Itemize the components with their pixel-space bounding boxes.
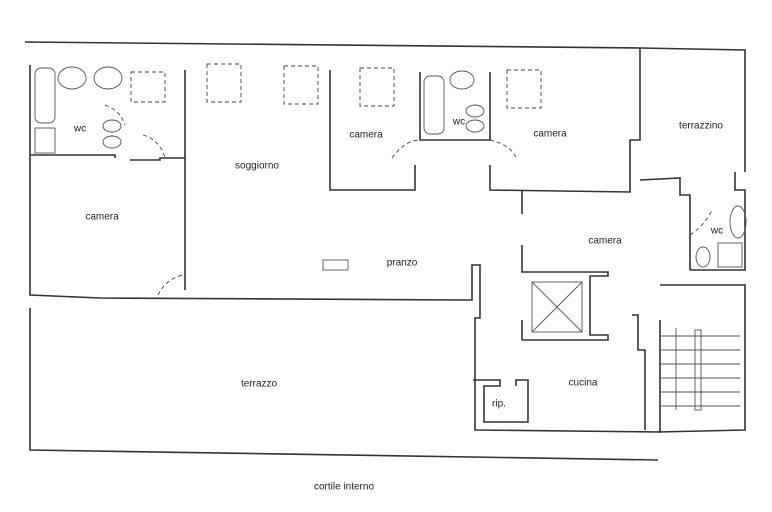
fixtures <box>34 66 747 411</box>
room-label-wc-2: wc <box>452 116 466 128</box>
room-label-terrazzo: terrazzo <box>240 378 278 390</box>
room-label-camera-4: camera <box>588 235 622 247</box>
room-label-terrazzino: terrazzino <box>679 120 723 132</box>
windows-and-doors <box>104 63 713 296</box>
walls <box>24 41 746 461</box>
stairs <box>660 328 740 411</box>
room-label-camera-3: camera <box>533 128 567 140</box>
room-label-ripostiglio: rip. <box>492 398 506 410</box>
room-label-wc-1: wc <box>73 123 87 135</box>
room-label-cucina: cucina <box>568 377 598 389</box>
room-label-camera-1: camera <box>85 211 119 223</box>
room-label-camera-2: camera <box>349 129 383 141</box>
room-label-pranzo: pranzo <box>386 257 418 269</box>
room-label-soggiorno: soggiorno <box>235 160 279 172</box>
outside-label-cortile-interno: cortile interno <box>313 481 375 493</box>
room-label-wc-3: wc <box>710 225 724 237</box>
